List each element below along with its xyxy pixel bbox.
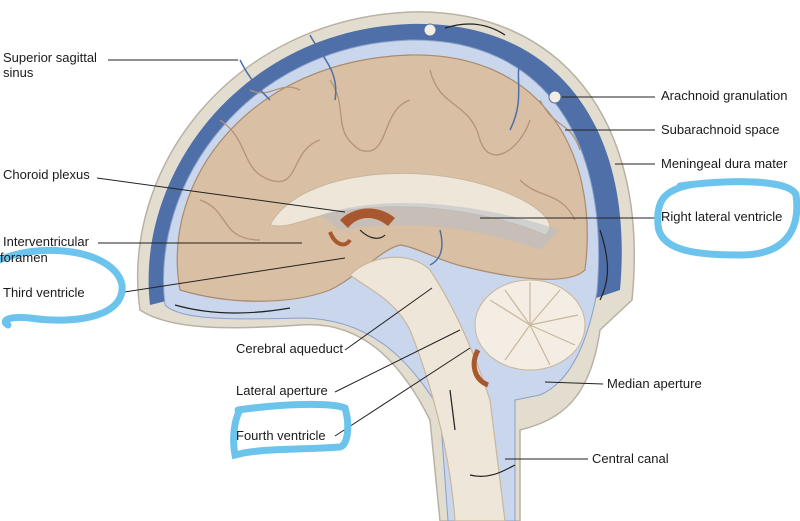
leader-lines bbox=[96, 59, 655, 460]
csf-flow-arrows bbox=[174, 23, 609, 477]
label-superior-sagittal-sinus-2: sinus bbox=[3, 65, 34, 80]
label-subarachnoid-space: Subarachnoid space bbox=[661, 122, 780, 137]
annotation-box-fourth-ventricle bbox=[230, 400, 352, 460]
annotation-circle-right-lateral-ventricle bbox=[654, 178, 800, 259]
fourth-ventricle-choroid bbox=[471, 348, 490, 388]
label-arachnoid-granulation: Arachnoid granulation bbox=[661, 88, 788, 103]
label-median-aperture: Median aperture bbox=[607, 376, 702, 391]
cerebellum-folia bbox=[489, 282, 579, 366]
arachnoid-granulation bbox=[548, 90, 562, 104]
label-third-ventricle: Third ventricle bbox=[3, 285, 85, 300]
label-superior-sagittal-sinus: Superior sagittal bbox=[3, 50, 97, 65]
choroid-plexus-third bbox=[328, 231, 352, 247]
label-lateral-aperture: Lateral aperture bbox=[236, 383, 328, 398]
label-choroid-plexus: Choroid plexus bbox=[3, 167, 90, 182]
label-interventricular-foramen: Interventricular bbox=[3, 234, 89, 249]
label-meningeal-dura-mater: Meningeal dura mater bbox=[661, 156, 788, 171]
choroid-plexus bbox=[340, 208, 395, 228]
brainstem bbox=[349, 256, 506, 521]
label-right-lateral-ventricle: Right lateral ventricle bbox=[661, 209, 783, 224]
label-fourth-ventricle: Fourth ventricle bbox=[236, 428, 326, 443]
label-interventricular-foramen-2: foramen bbox=[0, 250, 48, 265]
arachnoid-granulation bbox=[423, 23, 437, 37]
annotation-circle-third-ventricle bbox=[0, 246, 126, 329]
veins bbox=[239, 34, 521, 266]
label-central-canal: Central canal bbox=[592, 451, 669, 466]
annotation-marks bbox=[0, 178, 800, 460]
gyri bbox=[199, 69, 581, 241]
label-cerebral-aqueduct: Cerebral aqueduct bbox=[236, 341, 343, 356]
